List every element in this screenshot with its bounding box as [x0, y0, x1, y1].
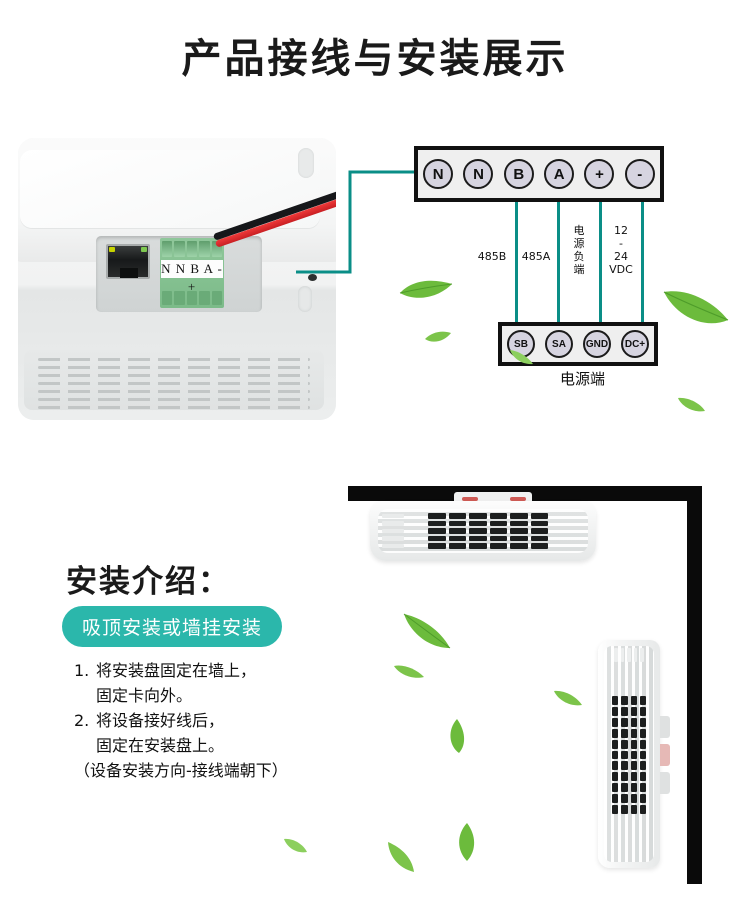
- leaf-decoration-icon: [459, 823, 475, 861]
- power-pin-dc: DC+: [621, 330, 649, 358]
- photo-terminal-label: N N B A - +: [161, 260, 223, 294]
- device-top-vent: [614, 648, 644, 662]
- section-divider: [0, 455, 750, 456]
- wall-mount-brackets: [660, 716, 670, 794]
- wire-label-485a: 485A: [521, 250, 551, 263]
- wall-mounted-device: [598, 640, 670, 868]
- leaf-decoration-icon: [510, 350, 533, 365]
- install-step-1-cont: 固定卡向外。: [96, 686, 193, 705]
- terminal-pin-n1: N: [423, 159, 454, 189]
- terminal-base: [162, 291, 223, 305]
- wire-label-485b: 485B: [477, 250, 507, 263]
- install-step-1: 1. 将安装盘固定在墙上，: [74, 658, 288, 683]
- device-side-vent: [382, 514, 404, 549]
- leaf-decoration-icon: [399, 280, 453, 298]
- device-vents: [24, 350, 324, 410]
- terminal-pin-plus: +: [584, 159, 615, 189]
- leaf-decoration-icon: [450, 719, 465, 753]
- leaf-decoration-icon: [554, 690, 582, 706]
- page-title: 产品接线与安装展示: [181, 36, 569, 82]
- install-step-2: 2. 将设备接好线后，: [74, 708, 288, 733]
- leaf-decoration-icon: [394, 665, 424, 678]
- terminal-pin-a: A: [544, 159, 575, 189]
- photo-terminal-block: N N B A - +: [160, 238, 224, 308]
- device-terminal-block: N N B A + -: [414, 146, 664, 202]
- terminal-screws: [162, 241, 223, 257]
- plate-mounting-hole: [298, 286, 312, 312]
- device-grill: [428, 513, 548, 549]
- rj45-tab: [120, 268, 138, 278]
- terminal-pin-n2: N: [463, 159, 494, 189]
- step-number: 2.: [74, 711, 90, 730]
- wire-power-positive: [641, 202, 644, 322]
- wire-485a: [557, 202, 560, 322]
- leaf-decoration-icon: [425, 331, 451, 342]
- device-grill: [612, 696, 646, 814]
- install-section-heading: 安装介绍：: [66, 564, 231, 600]
- terminal-pin-minus: -: [624, 159, 655, 189]
- mount-clip: [510, 497, 526, 501]
- terminal-pin-b: B: [503, 159, 534, 189]
- leaf-decoration-icon: [284, 838, 307, 853]
- wire-485b: [515, 202, 518, 322]
- product-photo: N N B A - +: [18, 138, 336, 420]
- callout-anchor-dot: [308, 274, 317, 281]
- leaf-decoration-icon: [678, 397, 705, 412]
- ethernet-port-icon: [106, 244, 150, 279]
- step-text: 将安装盘固定在墙上，: [96, 661, 257, 680]
- callout-connector: [296, 170, 420, 274]
- leaf-decoration-icon: [403, 613, 451, 649]
- install-steps-list: 1. 将安装盘固定在墙上， 固定卡向外。 2. 将设备接好线后， 固定在安装盘上…: [74, 658, 288, 783]
- install-method-badge: 吸顶安装或墙挂安装: [62, 606, 283, 647]
- power-supply-caption: 电源端: [560, 370, 606, 388]
- install-note: （设备安装方向-接线端朝下）: [74, 761, 288, 780]
- plate-notch: [298, 148, 314, 178]
- step-number: 1.: [74, 661, 90, 680]
- wall-surface: [687, 486, 702, 884]
- ceiling-mounted-device: [370, 492, 596, 561]
- wire-power-negative: [599, 202, 602, 322]
- mount-clip: [462, 497, 478, 501]
- power-supply-terminal-block: SB SA GND DC+: [498, 322, 658, 366]
- mounting-illustration: [340, 478, 740, 888]
- leaf-decoration-icon: [663, 291, 729, 324]
- power-pin-gnd: GND: [583, 330, 611, 358]
- power-pin-sa: SA: [545, 330, 573, 358]
- leaf-decoration-icon: [388, 842, 414, 872]
- install-step-2-cont: 固定在安装盘上。: [96, 736, 225, 755]
- step-text: 将设备接好线后，: [96, 711, 225, 730]
- wire-label-power-negative: 电源负端: [573, 224, 585, 276]
